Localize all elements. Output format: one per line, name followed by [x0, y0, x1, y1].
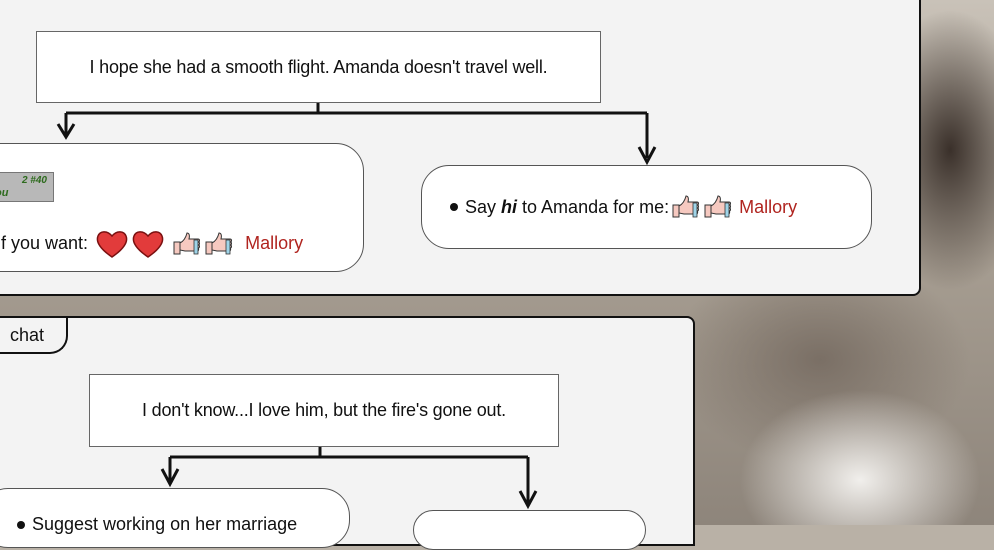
npc-speech-box-upper: I hope she had a smooth flight. Amanda d… [36, 31, 601, 103]
dialogue-connectors [56, 103, 657, 510]
choice-option-right-upper[interactable]: Say hi to Amanda for me: Mallory [421, 165, 872, 249]
choice-text-pre: Say [465, 196, 502, 217]
badge-line1: 2 #40 [21, 175, 47, 186]
thumbs-up-icon [672, 195, 700, 218]
heart-icon [96, 231, 128, 258]
stat-badge: 2 #40 ou [0, 172, 54, 202]
thumbs-up-icon [205, 232, 233, 255]
character-name: Mallory [739, 196, 798, 217]
character-name: Mallory [245, 232, 304, 253]
thumbs-up-icon [704, 195, 732, 218]
heart-icon [132, 231, 164, 258]
choice-text-post: to Amanda for me: [517, 196, 670, 217]
badge-line2: ou [0, 187, 9, 199]
choice-text-emphasis: hi [501, 196, 518, 217]
choice-option-left-upper[interactable]: f you want: Mallory [0, 143, 364, 272]
bullet-icon [450, 203, 458, 211]
chat-tab[interactable]: chat [0, 318, 69, 354]
tab-label: chat [10, 325, 45, 345]
choice-text: f you want: [1, 232, 89, 253]
npc-speech-text: I don't know...I love him, but the fire'… [142, 400, 506, 420]
npc-speech-box-lower: I don't know...I love him, but the fire'… [89, 374, 559, 447]
thumbs-up-icon [173, 232, 201, 255]
npc-speech-text: I hope she had a smooth flight. Amanda d… [89, 56, 548, 77]
